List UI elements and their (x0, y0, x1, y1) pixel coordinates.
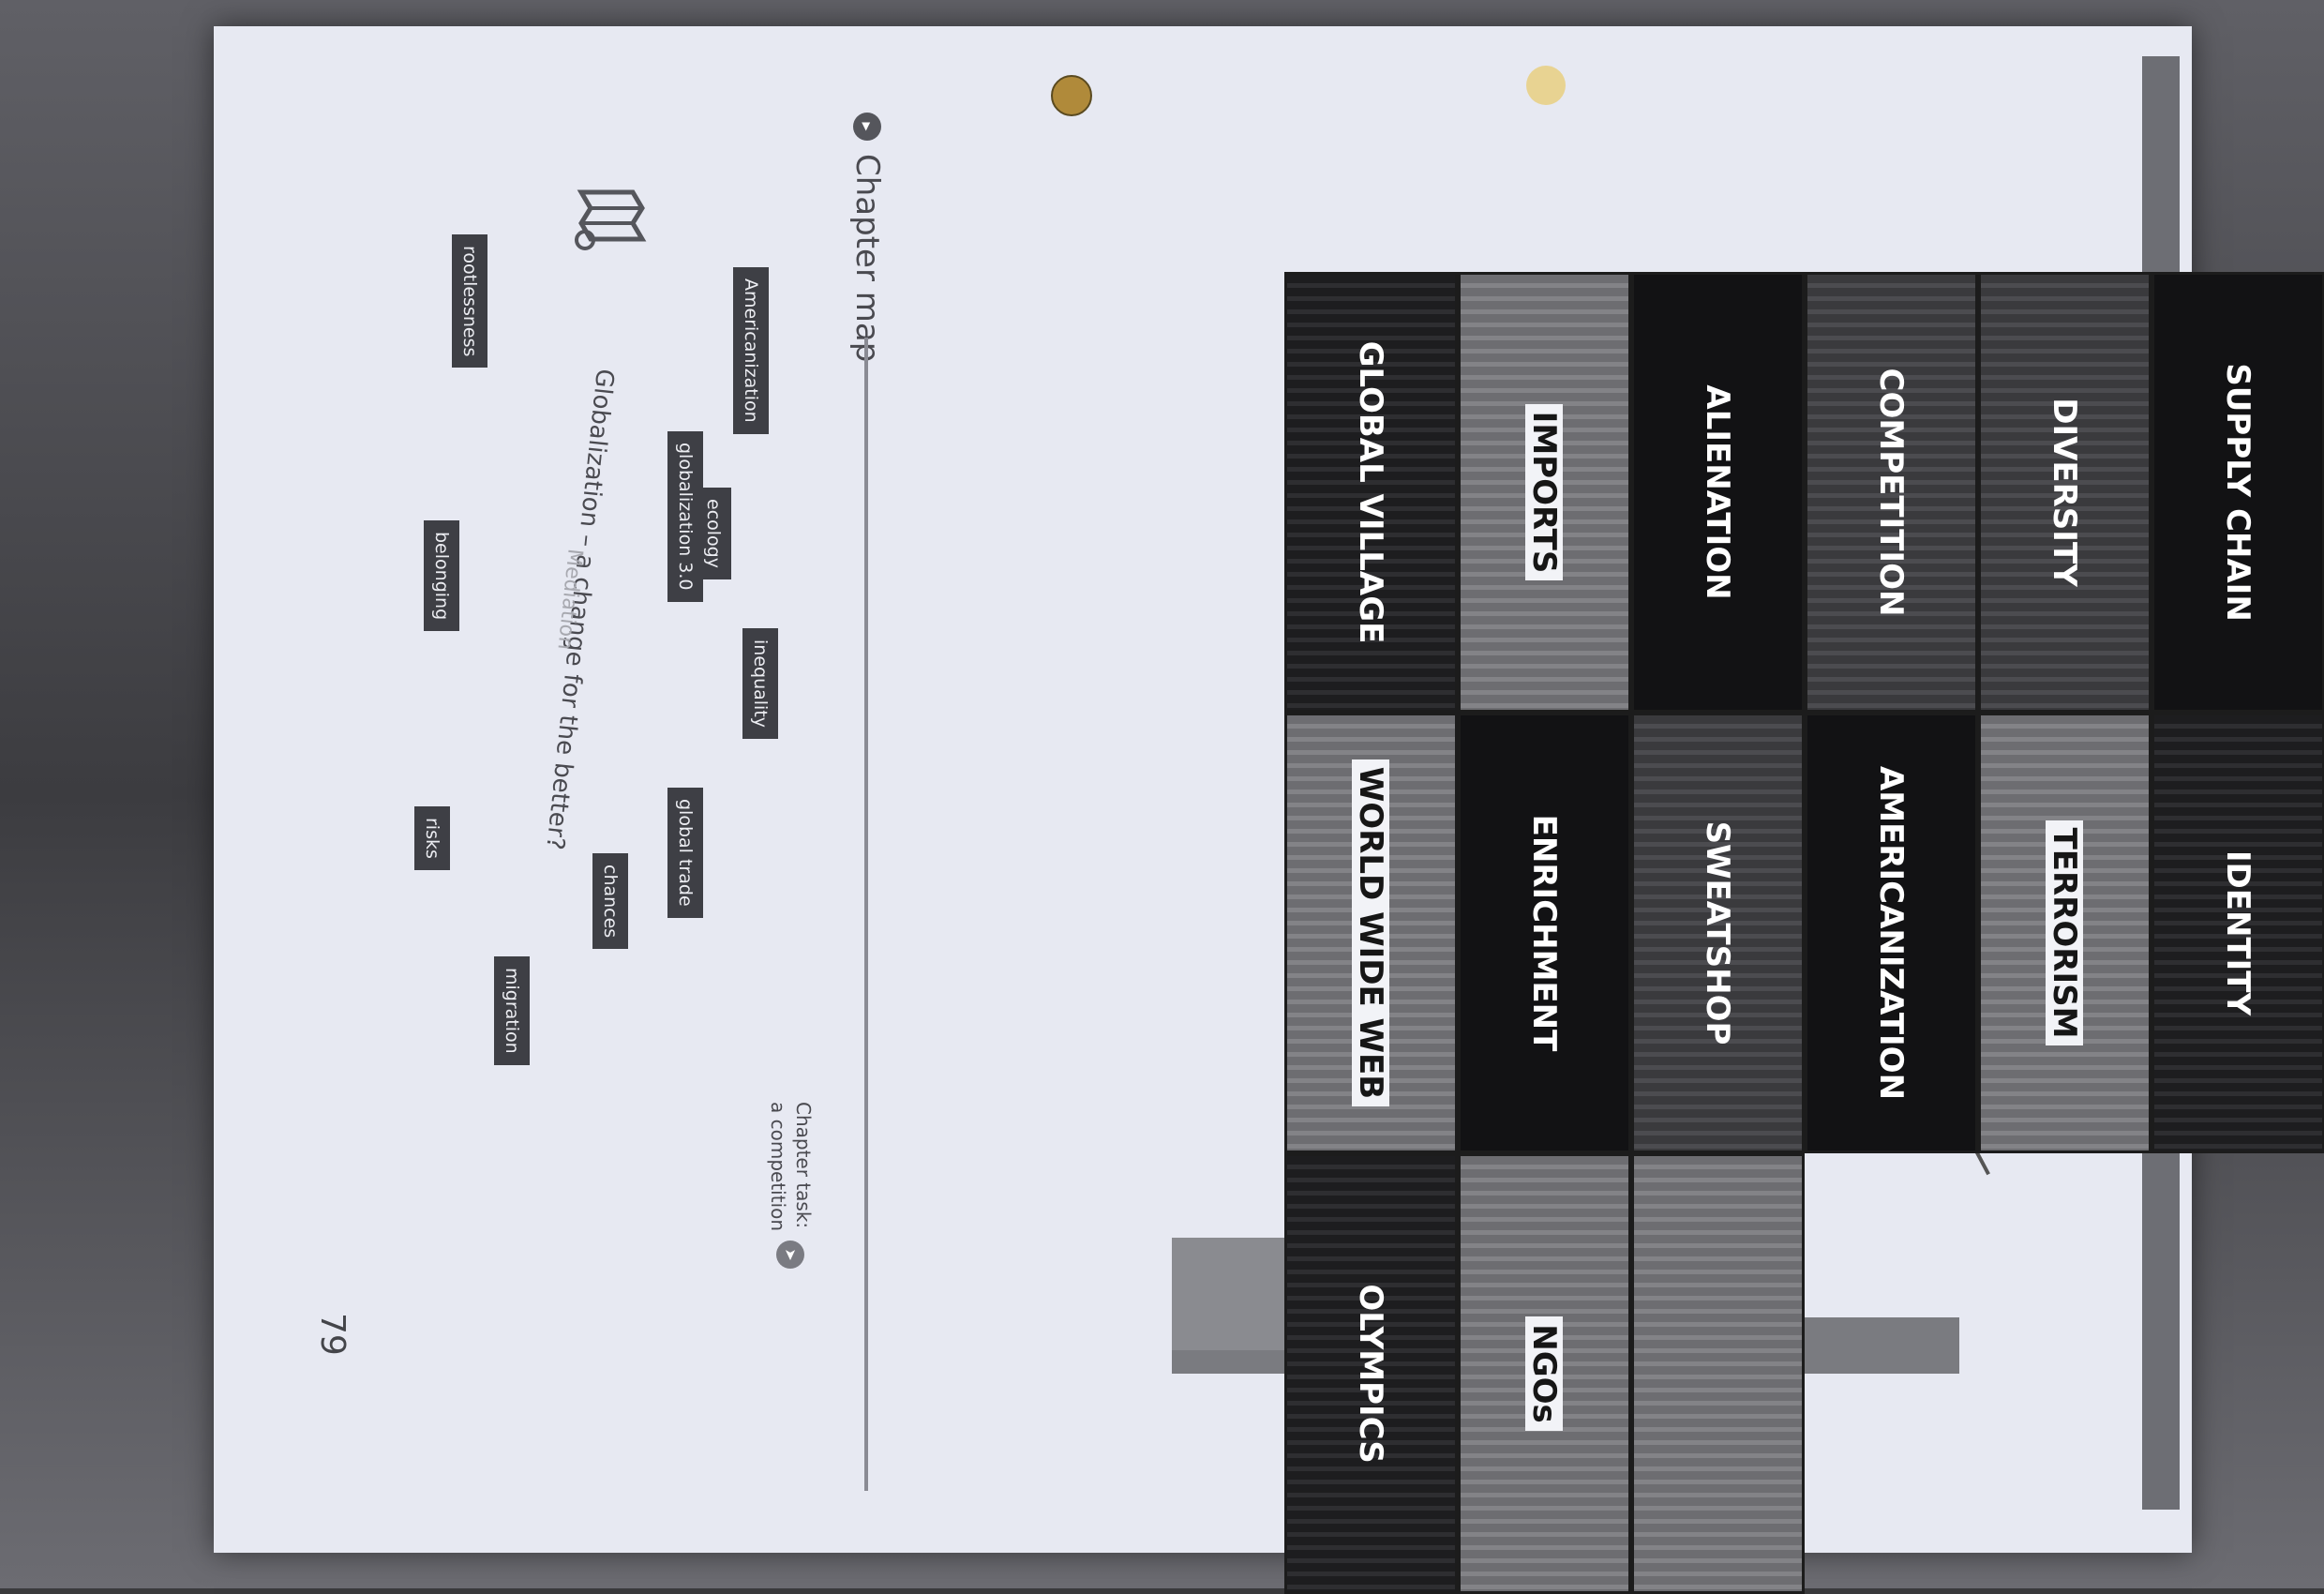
tag-belonging: belonging (424, 520, 459, 632)
container-illustration: SUPPLY CHAIN IDENTITY DIVERSITY TERRORIS… (919, 0, 2324, 1594)
container-imports: IMPORTS (1458, 272, 1631, 713)
container-label: AMERICANIZATION (1872, 765, 1911, 1101)
container-supply-chain: SUPPLY CHAIN (2152, 272, 2324, 713)
container-label: DIVERSITY (2046, 398, 2084, 587)
container-enrichment: ENRICHMENT (1458, 713, 1631, 1153)
container-label: SWEATSHOP (1699, 820, 1737, 1045)
page-number: 79 (313, 1313, 352, 1356)
container-alienation: ALIENATION (1631, 272, 1805, 713)
container-label: COMPETITION (1872, 368, 1911, 617)
chapter-task: Chapter task: a competition ➤ (765, 1102, 816, 1270)
tag-rootlessness: rootlessness (452, 234, 487, 368)
container-label: SUPPLY CHAIN (2219, 363, 2257, 622)
tag-risks: risks (414, 806, 450, 870)
container-ngos: NGOs (1458, 1153, 1631, 1594)
container-sweatshop: SWEATSHOP (1631, 713, 1805, 1153)
container-label: NGOs (1525, 1316, 1564, 1431)
tag-inequality: inequality (742, 628, 778, 740)
container-world-wide-web: WORLD WIDE WEB (1284, 713, 1458, 1153)
tag-migration: migration (494, 956, 530, 1065)
container-diversity: DIVERSITY (1978, 272, 2152, 713)
page-content: SUPPLY CHAIN IDENTITY DIVERSITY TERRORIS… (112, 0, 2324, 1594)
arrow-icon: ➤ (776, 1241, 804, 1270)
container-empty (1631, 1153, 1805, 1594)
container-americanization: AMERICANIZATION (1805, 713, 1978, 1153)
tag-global-trade: global trade (667, 788, 703, 918)
container-label: TERRORISM (2046, 820, 2084, 1046)
container-competition: COMPETITION (1805, 272, 1978, 713)
container-terrorism: TERRORISM (1978, 713, 2152, 1153)
container-olympics: OLYMPICS (1284, 1153, 1458, 1594)
tag-ecology: ecology (696, 488, 731, 579)
container-label: WORLD WIDE WEB (1352, 759, 1390, 1107)
chapter-map-title: Chapter map (848, 154, 886, 363)
container-label: IMPORTS (1525, 403, 1564, 581)
tag-chances: chances (592, 853, 628, 950)
container-label: ENRICHMENT (1525, 814, 1564, 1052)
bullet-icon: ▸ (853, 113, 881, 141)
task-value: a competition (767, 1102, 789, 1232)
chapter-map-heading: ▸ Chapter map (848, 113, 886, 362)
punch-hole (1526, 66, 1566, 105)
map-icon (575, 189, 647, 250)
tag-americanization: Americanization (733, 267, 769, 434)
punch-hole (1051, 75, 1092, 116)
task-label: Chapter task: (792, 1102, 815, 1229)
divider (864, 338, 868, 1491)
container-global-village: GLOBAL VILLAGE (1284, 272, 1458, 713)
container-label: OLYMPICS (1352, 1284, 1390, 1464)
container-label: ALIENATION (1699, 384, 1737, 600)
container-label: GLOBAL VILLAGE (1352, 340, 1390, 644)
container-label: IDENTITY (2219, 850, 2257, 1016)
container-identity: IDENTITY (2152, 713, 2324, 1153)
